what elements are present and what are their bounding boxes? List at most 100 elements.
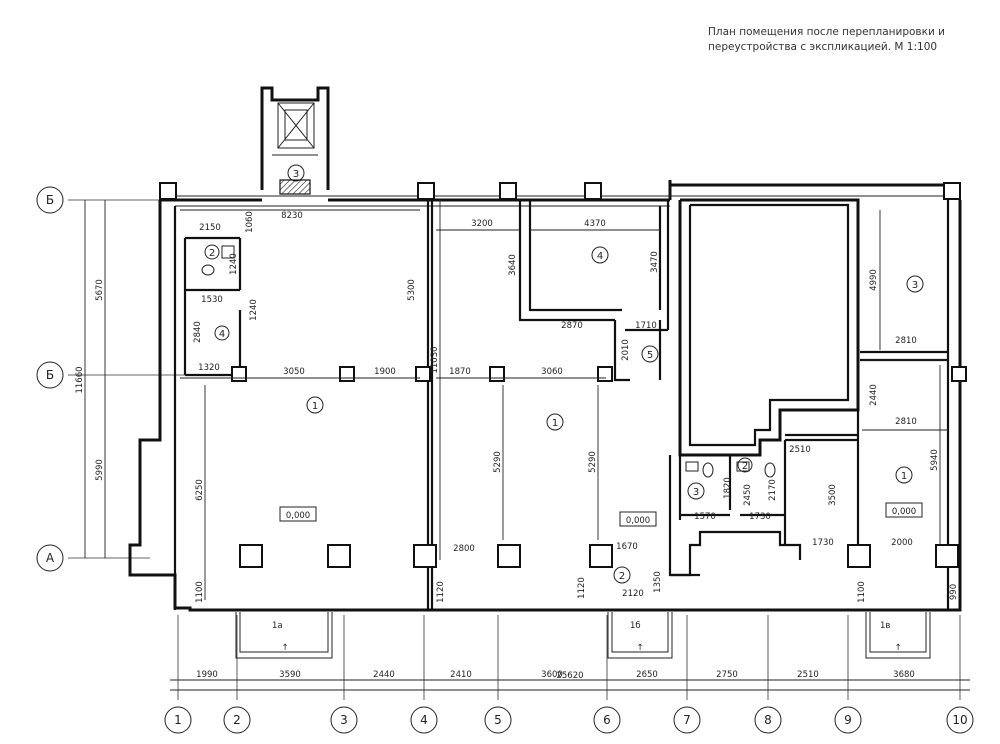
dimension: 4370: [584, 219, 606, 229]
column: [847, 544, 871, 568]
elevator-shaft: [260, 86, 330, 195]
dimension: 3640: [508, 254, 518, 276]
dimension: 3050: [283, 367, 305, 377]
toilet-fixture: [764, 462, 776, 478]
room-number: 1: [312, 401, 318, 412]
column: [584, 182, 602, 200]
axis-markers-left: Б Б А: [36, 186, 64, 572]
dimension: 1820: [723, 477, 733, 499]
dimension: 1570: [694, 512, 716, 522]
dimension: 2170: [768, 479, 778, 501]
dimension: 2810: [895, 417, 917, 427]
dimension: 1990: [196, 670, 218, 680]
column: [339, 366, 355, 382]
axis-marker: [164, 706, 192, 734]
entrances: 1a 1б 1в ↑ ↑ ↑: [235, 612, 931, 659]
axis-marker: [484, 706, 512, 734]
room-number: 5: [647, 350, 653, 361]
level-marks: 0,000 0,000 0,000: [279, 502, 923, 527]
column: [159, 182, 177, 200]
column: [935, 544, 959, 568]
dimension: 1100: [857, 581, 867, 603]
dimension: 2440: [869, 384, 879, 406]
dimension: 3590: [279, 670, 301, 680]
room-number: 1: [901, 471, 907, 482]
axis-label: Б: [46, 368, 54, 382]
room-marker: [737, 457, 753, 473]
dimension: 5290: [493, 451, 503, 473]
axis-marker: [36, 361, 64, 389]
axis-label: 10: [952, 713, 967, 727]
column: [951, 366, 967, 382]
room-marker: [591, 246, 609, 264]
level-box: [885, 502, 923, 518]
dimension: 2000: [891, 538, 913, 548]
dimension: 11030: [430, 346, 440, 373]
room-marker: [687, 482, 705, 500]
column: [231, 366, 247, 382]
dimension: 1350: [653, 571, 663, 593]
dimension: 2150: [199, 223, 221, 233]
entrance-label: 1б: [630, 621, 641, 631]
column: [499, 182, 517, 200]
room-marker: [906, 275, 924, 293]
room-marker: [641, 345, 659, 363]
level-value: 0,000: [626, 516, 650, 526]
dimension-texts: 25620 1990 3590 2440 2410 3600 2650 2750…: [75, 211, 959, 681]
dimension: 3060: [541, 367, 563, 377]
dimension: 2870: [561, 321, 583, 331]
dimension: 1240: [249, 299, 259, 321]
dimension: 3200: [471, 219, 493, 229]
column: [597, 366, 613, 382]
level-value: 0,000: [286, 511, 310, 521]
svg-text:↑: ↑: [281, 643, 288, 653]
room-marker: [546, 413, 564, 431]
column: [413, 544, 437, 568]
columns: [159, 182, 967, 568]
level-box: [619, 511, 657, 527]
axis-marker: [673, 706, 701, 734]
room-number: 3: [912, 280, 918, 291]
level-value: 0,000: [892, 507, 916, 517]
svg-text:↑: ↑: [636, 643, 643, 653]
room-markers: 1 1 1 2 2 2 3 3 3 4 4 5: [204, 164, 924, 584]
level-box: [279, 506, 317, 522]
dimension: 8230: [281, 211, 303, 221]
sink-fixture: [685, 461, 699, 472]
fixtures: [201, 245, 776, 478]
dimension: 1120: [436, 581, 446, 603]
axis-label: 9: [844, 713, 852, 727]
dimension: 1240: [229, 253, 239, 275]
sink-fixture: [221, 245, 235, 259]
axis-label: 3: [340, 713, 348, 727]
dimension: 3600: [541, 670, 563, 680]
column: [489, 366, 505, 382]
dimension: 1530: [201, 295, 223, 305]
dimension: 1100: [195, 581, 205, 603]
dimension: 2840: [193, 321, 203, 343]
dimension: 2120: [622, 589, 644, 599]
axis-marker: [36, 186, 64, 214]
dimension: 2650: [636, 670, 658, 680]
axis-label: 7: [683, 713, 691, 727]
dimension: 1670: [616, 542, 638, 552]
dimension: 1870: [449, 367, 471, 377]
dimension: 1320: [198, 363, 220, 373]
axis-label: А: [46, 551, 55, 565]
dimension: 1730: [812, 538, 834, 548]
grid-lines: [68, 199, 961, 700]
entrance-label: 1a: [272, 621, 283, 631]
axis-label: Б: [46, 193, 54, 207]
room-marker: [306, 396, 324, 414]
axis-marker: [593, 706, 621, 734]
dimension: 1060: [245, 211, 255, 233]
axis-label: 5: [494, 713, 502, 727]
room-number: 4: [597, 251, 603, 262]
dimension: 4990: [869, 269, 879, 291]
room-marker: [214, 325, 230, 341]
room-marker: [895, 466, 913, 484]
room-number: 3: [293, 169, 299, 180]
dimension: 1710: [635, 321, 657, 331]
column: [327, 544, 351, 568]
dimension: 1120: [577, 577, 587, 599]
